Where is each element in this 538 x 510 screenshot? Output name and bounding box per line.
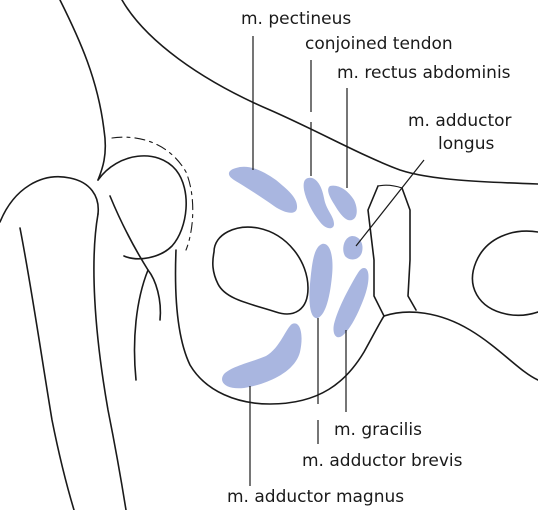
symphysis-top (378, 185, 402, 188)
pectineus-area (229, 167, 297, 213)
pubic-symphysis-right (402, 188, 416, 310)
greater-trochanter (0, 177, 98, 222)
label-adductor-brevis: m. adductor brevis (302, 451, 462, 471)
adductor-longus-area (343, 236, 362, 259)
femur-shaft-lateral (20, 228, 74, 510)
femur-shaft-medial (94, 214, 126, 510)
label-adductor-longus-line2: longus (438, 134, 494, 154)
conjoined-tendon-area (304, 178, 334, 229)
label-gracilis: m. gracilis (334, 420, 422, 440)
lower-ramus-contour (384, 312, 538, 380)
femur-lesser-trochanter (148, 270, 160, 320)
femur-neck-inner (110, 196, 148, 380)
label-adductor-longus-line1: m. adductor (408, 111, 512, 131)
ischium-contour (176, 250, 384, 404)
label-rectus-abdominis: m. rectus abdominis (337, 63, 511, 83)
obturator-foramen (213, 227, 308, 314)
label-pectineus: m. pectineus (241, 9, 351, 29)
label-conjoined-tendon: conjoined tendon (305, 34, 453, 54)
leader-adductor-longus (356, 160, 424, 246)
adductor-magnus-area (222, 323, 302, 388)
gracilis-area (333, 268, 368, 337)
adductor-brevis-area (309, 244, 332, 318)
hip-joint-upper-contour (60, 0, 105, 180)
pubic-symphysis-left (368, 186, 384, 316)
femoral-head (98, 156, 186, 259)
opposite-obturator-foramen (473, 231, 538, 315)
rectus-abdominis-area (328, 186, 357, 221)
label-adductor-magnus: m. adductor magnus (227, 487, 404, 507)
